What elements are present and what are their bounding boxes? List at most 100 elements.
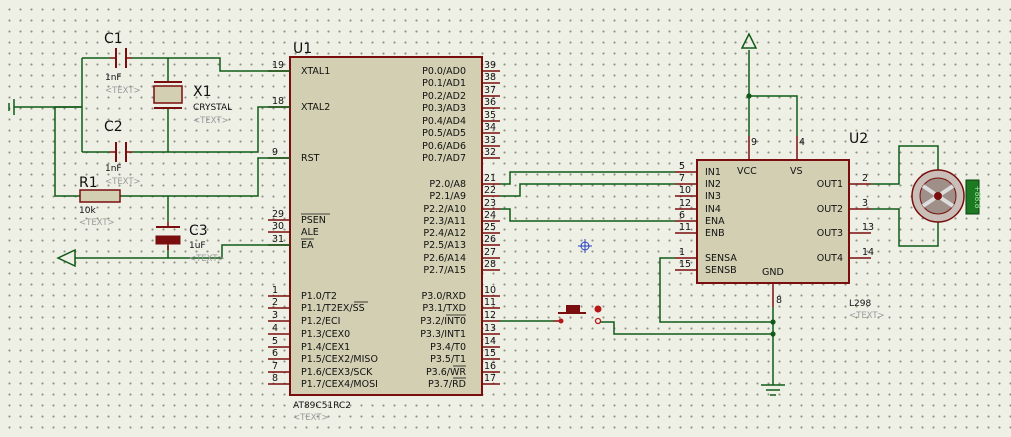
mcu-pin-name: P1.1/T2EX/SS [301,303,365,314]
driver-pin-num: 2 [862,173,868,184]
mcu-pin-num: 15 [484,348,496,359]
wire-xtal1[interactable] [132,57,290,72]
x1-text: <TEXT> [193,116,229,126]
mcu-at89c51rc2[interactable]: U1 AT89C51RC2 <TEXT> 19XTAL118XTAL29RST2… [268,41,500,423]
mcu-part: AT89C51RC2 [293,401,351,411]
mcu-pin-name: P1.6/CEX3/SCK [301,367,373,378]
capacitor-c2[interactable]: C2 1nF <TEXT> [104,119,141,187]
x1-body [153,85,183,104]
driver-pin-name: IN2 [705,179,721,190]
mcu-pin-num: 2 [272,297,278,308]
mcu-pin-num: 17 [484,373,496,384]
mcu-pin-num: 33 [484,135,496,146]
mcu-pin-name: P0.0/AD0 [422,66,466,77]
mcu-pin-num: 12 [484,310,496,321]
motor-driver-l298[interactable]: U2 L298 <TEXT> 5IN17IN210IN312IN46ENA11E… [675,131,885,321]
mcu-pin-name: P3.1/TXD [422,303,466,314]
mcu-pin-name: XTAL1 [301,66,330,77]
mcu-pin-name: ALE [301,227,319,238]
wire-rst[interactable] [120,157,290,197]
crystal-x1[interactable]: X1 CRYSTAL <TEXT> [153,81,232,126]
driver-text-placeholder: <TEXT> [849,311,885,321]
junction-dot [770,331,776,337]
driver-pin-name: IN4 [705,204,721,215]
wire-vs[interactable] [749,95,798,136]
driver-pin-name: OUT4 [817,253,843,264]
wire-out2-motor[interactable] [871,208,939,247]
driver-pin-name: IN3 [705,191,721,202]
wire-p22-ena[interactable] [500,208,675,222]
resistor-r1[interactable]: R1 10k <TEXT> [79,175,121,228]
wire-button-gnd[interactable] [600,321,773,335]
c3-text: <TEXT> [189,254,225,264]
mcu-pin-name: P1.4/CEX1 [301,342,350,353]
junction-dot [770,319,776,325]
driver-pin-vcc-name: VCC [737,166,757,177]
mcu-pin-num: 9 [272,147,278,158]
mcu-pin-num: 10 [484,285,496,296]
driver-pin-num: 5 [679,161,685,172]
wire-p20-in1[interactable] [500,171,675,185]
mcu-pin-num: 19 [272,60,284,71]
driver-pin-gnd-name: GND [762,267,784,278]
driver-pin-num: 7 [679,173,685,184]
driver-pin-num: 3 [862,198,868,209]
mcu-ref: U1 [293,41,312,57]
mcu-pin-num: 39 [484,60,496,71]
mcu-pin-num: 14 [484,336,496,347]
r1-ref: R1 [79,175,98,191]
mcu-pin-name: P3.3/INT1 [420,329,466,340]
mcu-pin-num: 8 [272,373,278,384]
mcu-pin-name: P2.3/A11 [423,216,466,227]
motor-readout [965,179,980,215]
wire-sense[interactable] [659,257,773,323]
motor-shaft [934,192,942,200]
mcu-pin-num: 7 [272,361,278,372]
mcu-pin-num: 31 [272,234,284,245]
driver-pin-name: ENB [705,228,725,239]
c3-ref: C3 [189,223,208,239]
c1-text: <TEXT> [105,86,141,96]
mcu-pin-name: P0.4/AD4 [422,116,466,127]
wire-r1-left[interactable] [54,106,82,197]
mcu-pin-num: 18 [272,96,284,107]
mcu-pin-num: 16 [484,361,496,372]
mcu-pin-name: P3.7/RD [428,379,466,390]
push-button[interactable] [553,305,602,325]
mcu-pin-name: P2.7/A15 [423,265,466,276]
mcu-pin-num: 22 [484,185,496,196]
wire-ea[interactable] [75,244,290,259]
wire-xtal2[interactable] [132,106,290,153]
mcu-body[interactable] [289,56,483,396]
capacitor-c1[interactable]: C1 1nF <TEXT> [104,31,141,96]
driver-pin-name: OUT3 [817,228,843,239]
button-contact [594,317,602,325]
driver-pin-num: 10 [679,185,691,196]
motor-readout-label: +88.8 [973,186,982,209]
mcu-pin-name: P1.5/CEX2/MISO [301,354,378,365]
mcu-pin-name: P0.5/AD5 [422,128,466,139]
dc-motor[interactable]: +88.8 [911,169,982,223]
x1-ref: X1 [193,84,212,100]
capacitor-c3[interactable]: C3 1uF <TEXT> [155,222,225,264]
r1-body [79,189,121,203]
driver-pin-num: 6 [679,210,685,221]
junction-dot [746,93,752,99]
wire-p21-in2[interactable] [500,183,675,197]
wires [8,32,939,396]
driver-pin-gnd-num: 8 [776,295,782,306]
wire-out1-motor[interactable] [871,145,939,185]
mcu-pin-name: P3.4/T0 [430,342,466,353]
mcu-pin-num: 3 [272,310,278,321]
c3-value: 1uF [189,241,206,251]
mcu-pin-num: 11 [484,297,496,308]
driver-pin-name: OUT1 [817,179,843,190]
mcu-pin-num: 4 [272,323,278,334]
power-terminal[interactable] [740,32,758,49]
mcu-pin-name: P0.7/AD7 [422,153,466,164]
ground-arrow-terminal[interactable] [56,248,76,268]
mcu-pin-num: 27 [484,247,496,258]
